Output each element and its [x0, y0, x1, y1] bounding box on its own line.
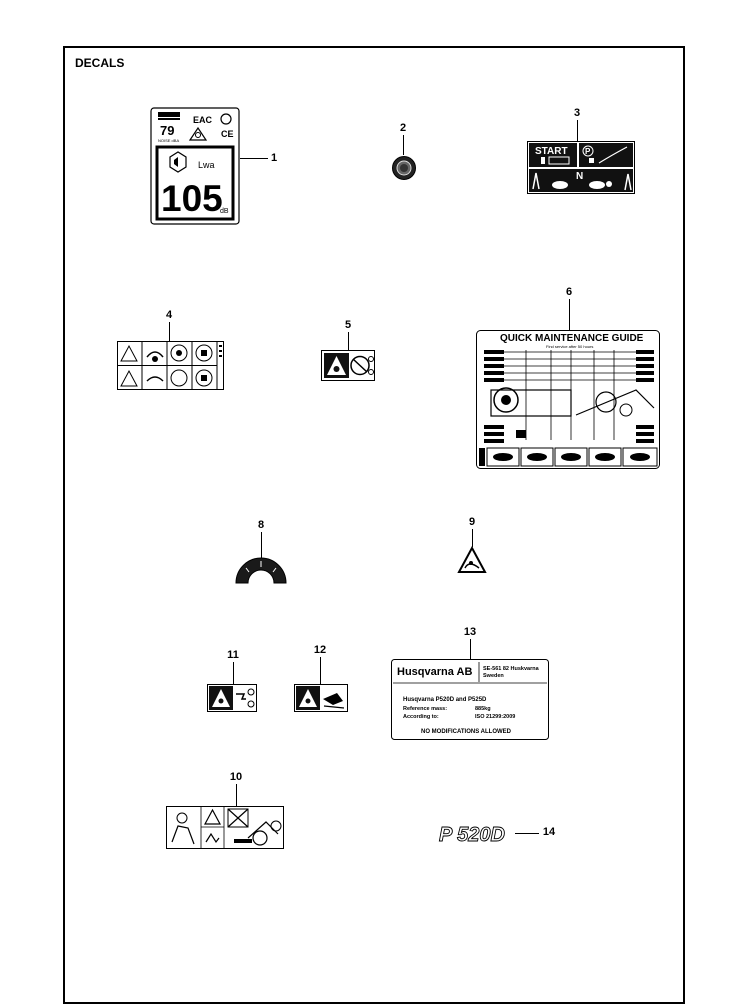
callout-1: 1 [270, 152, 278, 164]
callout-3: 3 [573, 107, 581, 119]
decal-13-id-plate: Husqvarna AB SE-561 82 Huskvarna Sweden … [391, 659, 549, 740]
decal-5-warning-sticker [321, 350, 375, 381]
decal-4-safety-pictograms [117, 341, 224, 390]
callout-12: 12 [313, 644, 327, 656]
page-title: DECALS [75, 56, 125, 70]
decal-13-standard-value: ISO 21299:2009 [475, 714, 515, 720]
decal-13-mass-value: 885kg [475, 706, 491, 712]
decal-9-warning-triangle [457, 546, 487, 573]
decal-3-start-label: START [535, 146, 568, 157]
decal-12-warning-sticker [294, 684, 348, 712]
decal-1-top-small-text: NOISE dBA [158, 138, 179, 143]
decal-3-p-label: P [585, 147, 591, 156]
decal-6-maintenance-guide: QUICK MAINTENANCE GUIDE Find service aft… [476, 330, 660, 469]
callout-14: 14 [542, 826, 556, 838]
callout-5: 5 [344, 319, 352, 331]
decal-11-warning-sticker [207, 684, 257, 712]
decal-13-address-line1: SE-561 82 Huskvarna [483, 666, 540, 672]
decal-13-brand: Husqvarna AB [397, 666, 472, 678]
decal-3-n-label: N [576, 171, 583, 182]
decal-1-ce-mark: CE [221, 129, 234, 139]
decal-8-gauge-arc [235, 557, 287, 584]
decal-1-lwa-text: Lwa [198, 160, 215, 170]
diagram-frame [63, 46, 685, 1004]
decal-1-speaker-icon [169, 151, 187, 173]
decal-13-standard-label: According to: [403, 714, 439, 720]
decal-13-models: Husqvarna P520D and P525D [403, 697, 487, 703]
decal-6-title: QUICK MAINTENANCE GUIDE [500, 333, 644, 344]
decal-10-safety-sticker [166, 806, 284, 849]
decal-2-round-sticker [392, 156, 416, 180]
decal-13-mass-label: Reference mass: [403, 706, 447, 712]
decal-1-top-number: 79 [160, 123, 174, 138]
decal-1-db-unit: dB [220, 208, 229, 215]
callout-8: 8 [257, 519, 265, 531]
decal-13-notice: NO MODIFICATIONS ALLOWED [421, 729, 512, 735]
callout-13: 13 [463, 626, 477, 638]
callout-11: 11 [227, 649, 239, 661]
decal-1-db-value: 105 [161, 178, 223, 219]
callout-6: 6 [565, 286, 573, 298]
decal-1-noise-label: 79 NOISE dBA EAC CE Lwa 105 dB [150, 107, 240, 225]
callout-10: 10 [229, 771, 243, 783]
decal-13-address-line2: Sweden [483, 673, 504, 679]
callout-2: 2 [399, 122, 407, 134]
callout-4: 4 [165, 309, 173, 321]
decal-3-start-panel: START P N [527, 141, 635, 194]
decal-14-model-text: P 520D [439, 824, 505, 845]
decal-1-eac-mark: EAC [193, 115, 213, 125]
decal-14-model-badge: P 520D [439, 824, 506, 845]
callout-9: 9 [468, 516, 476, 528]
decal-6-subtitle: Find service after 50 hours [546, 344, 593, 349]
